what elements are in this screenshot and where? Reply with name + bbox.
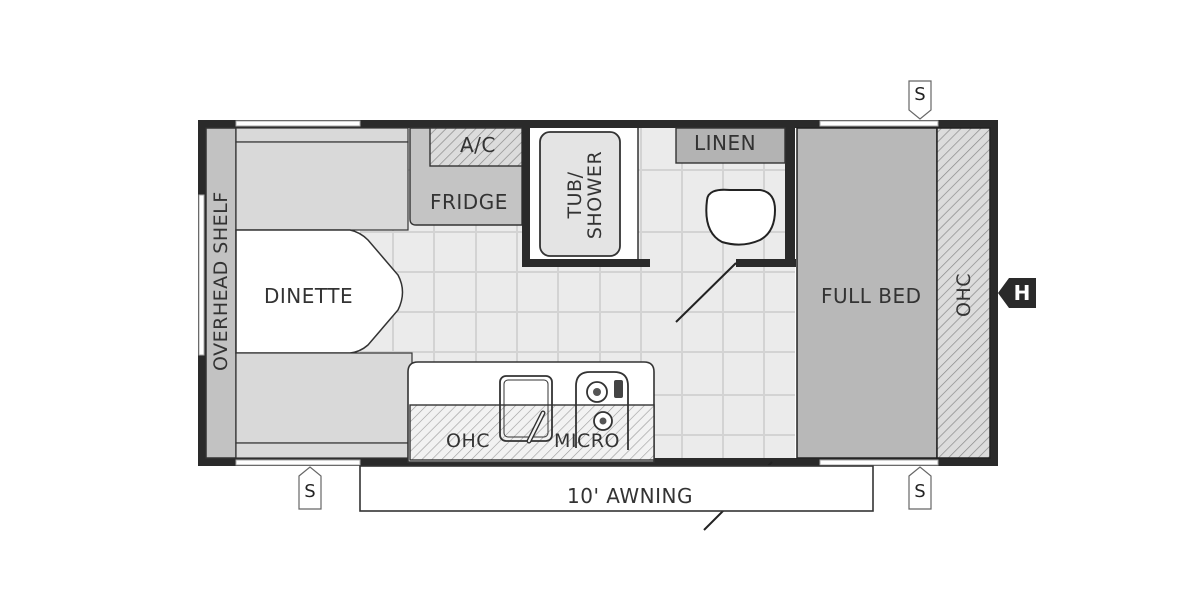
linen-closet — [675, 127, 786, 164]
slide-marker-bottom-right: S — [908, 466, 932, 510]
bathroom-door — [675, 262, 737, 323]
bathroom-walls — [522, 120, 796, 267]
tub-shower-label: TUB/ SHOWER — [564, 135, 606, 255]
windows — [198, 120, 939, 466]
dinette-seat-top — [235, 127, 409, 143]
toilet — [705, 188, 777, 246]
fridge-label: FRIDGE — [430, 190, 508, 214]
kitchen-ohc-label: OHC — [446, 430, 491, 452]
ac-label: A/C — [460, 133, 496, 157]
overhead-shelf — [205, 127, 237, 459]
tub-label: TUB/ — [564, 171, 586, 219]
tub-shower — [539, 131, 621, 257]
micro-label: MICRO — [554, 430, 620, 452]
slide-marker-top-label: S — [914, 84, 926, 105]
slide-marker-bottom-left-label: S — [304, 481, 316, 502]
full-bed-label: FULL BED — [821, 284, 922, 308]
sink — [499, 375, 553, 442]
hitch-marker-label: H — [1013, 281, 1031, 305]
dinette-seat-bottom — [235, 442, 413, 459]
dinette-bench-bottom — [235, 352, 413, 444]
stove — [575, 371, 629, 450]
hitch-marker: H — [996, 276, 1040, 310]
dinette-table — [235, 229, 404, 354]
full-bed — [796, 127, 938, 459]
slide-marker-bottom-left: S — [298, 466, 322, 510]
awning-label: 10' AWNING — [567, 484, 693, 508]
slide-marker-bottom-right-label: S — [914, 481, 926, 502]
linen-label: LINEN — [694, 131, 757, 155]
front-ohc-label: OHC — [953, 272, 975, 317]
overhead-shelf-label: OVERHEAD SHELF — [210, 191, 232, 371]
slide-marker-top: S — [908, 80, 932, 120]
front-ohc — [936, 127, 991, 459]
awning — [359, 465, 874, 512]
dinette-bench-top — [235, 141, 409, 231]
shower-label: SHOWER — [584, 150, 606, 240]
stove-knobs — [614, 380, 623, 398]
dinette-label: DINETTE — [264, 284, 354, 308]
